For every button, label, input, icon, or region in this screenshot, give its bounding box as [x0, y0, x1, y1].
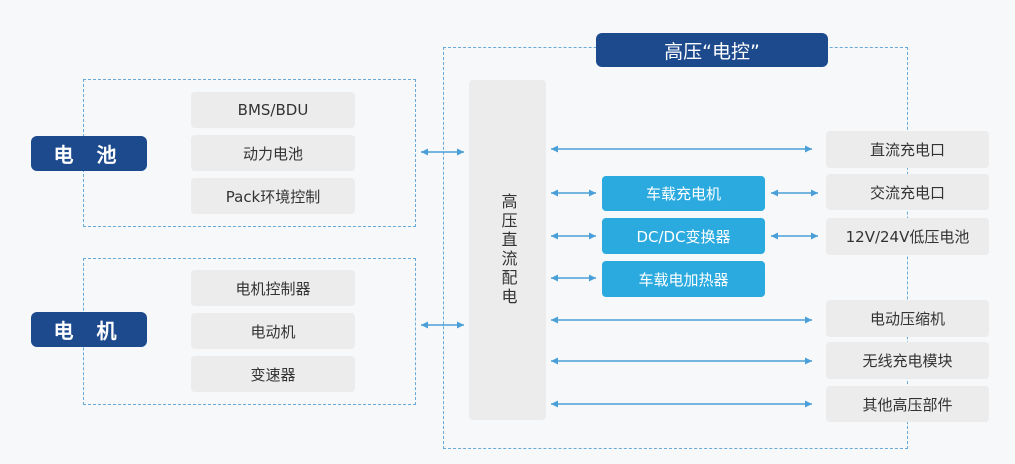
right-item-ac-charge-port: 交流充电口	[826, 174, 989, 210]
module-onboard-charger: 车载充电机	[602, 176, 765, 211]
right-item-other-hv-parts: 其他高压部件	[826, 386, 989, 422]
module-onboard-heater: 车载电加热器	[602, 261, 765, 297]
right-item-dc-charge-port: 直流充电口	[826, 131, 989, 168]
right-item-wireless-charging: 无线充电模块	[826, 342, 989, 379]
module-dcdc-converter: DC/DC变换器	[602, 218, 765, 254]
battery-item-bms-bdu: BMS/BDU	[191, 92, 355, 128]
right-item-electric-compressor: 电动压缩机	[826, 300, 989, 337]
right-item-low-voltage-battery: 12V/24V低压电池	[826, 218, 989, 255]
battery-item-pack-env-control: Pack环境控制	[191, 178, 355, 214]
battery-label: 电 池	[31, 136, 147, 171]
hv-dc-distribution-box: 高压直流配电	[469, 80, 546, 420]
motor-label: 电 机	[31, 312, 147, 347]
motor-item-electric-motor: 电动机	[191, 313, 355, 349]
hv-control-title: 高压“电控”	[596, 33, 828, 67]
hv-dc-distribution-label: 高压直流配电	[498, 193, 518, 307]
battery-item-power-battery: 动力电池	[191, 135, 355, 171]
motor-item-transmission: 变速器	[191, 356, 355, 392]
motor-item-controller: 电机控制器	[191, 270, 355, 306]
